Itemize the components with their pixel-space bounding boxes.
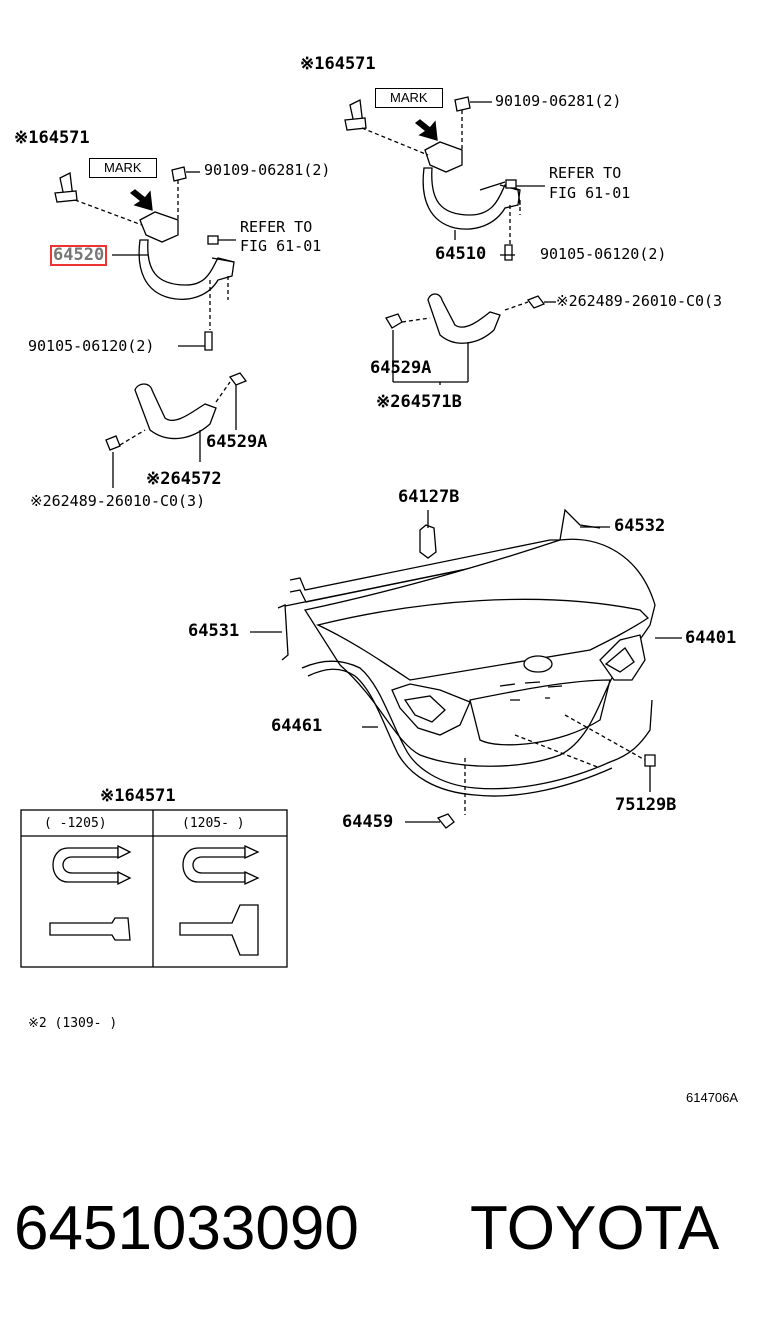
leader-lines-top [361, 110, 521, 245]
label-64532: 64532 [614, 516, 666, 536]
part-number: 6451033090 [14, 1194, 359, 1263]
label-64571-top: ※164571 [300, 54, 376, 74]
label-bolt-90109-top: 90109-06281(2) [495, 92, 622, 110]
bracket-64529A-left-drawing [105, 372, 248, 488]
hinge-64510-drawing [344, 96, 521, 261]
label-75129B: 75129B [615, 795, 677, 815]
label-64529A-right: 64529A [370, 358, 432, 378]
bracket-64529A-right-drawing [385, 293, 556, 385]
label-64510: 64510 [435, 244, 487, 264]
label-64571-left: ※164571 [14, 128, 90, 148]
table-title: ※164571 [100, 786, 176, 806]
mark-box-top: MARK [375, 88, 443, 109]
label-64461: 64461 [271, 716, 323, 736]
arrow-top [414, 119, 438, 141]
label-64529A-left: 64529A [206, 432, 268, 452]
leader-lines-left [74, 180, 229, 330]
leader-lines-left-solid [112, 171, 236, 347]
hinge-64520-drawing [54, 166, 235, 351]
table-col2-header: (1205- ) [182, 816, 245, 831]
leader-lines-lid [250, 526, 682, 823]
leader-lines-top-solid [454, 101, 545, 256]
variant-table [20, 809, 288, 968]
mark-box-left: MARK [89, 158, 157, 179]
label-refer-top-line1: REFER TO [549, 164, 622, 182]
label-clip-62489-right: ※262489-26010-C0(3 [556, 292, 723, 310]
trunk-lid-64401-drawing [277, 508, 656, 829]
arrow-left [129, 189, 153, 211]
label-clip-62489-left: ※262489-26010-C0(3) [30, 492, 206, 510]
label-refer-left-line2: FIG 61-01 [240, 237, 322, 255]
label-64572: ※264572 [146, 469, 222, 489]
label-64571B: ※264571B [376, 392, 462, 412]
label-64531: 64531 [188, 621, 240, 641]
label-bolt-90105-top: 90105-06120(2) [540, 245, 667, 263]
label-64459: 64459 [342, 812, 394, 832]
label-64401: 64401 [685, 628, 737, 648]
label-refer-top-line2: FIG 61-01 [549, 184, 631, 202]
table-col1-header: ( -1205) [44, 816, 107, 831]
label-64520-highlighted: 64520 [50, 245, 108, 266]
brand-name: TOYOTA [470, 1194, 720, 1263]
diagram-reference-code: 614706A [686, 1090, 739, 1105]
footnote-2: ※2 (1309- ) [28, 1016, 118, 1031]
label-64127B: 64127B [398, 487, 460, 507]
label-refer-left-line1: REFER TO [240, 218, 313, 236]
label-bolt-90109-left: 90109-06281(2) [204, 161, 331, 179]
label-bolt-90105-left: 90105-06120(2) [28, 337, 155, 355]
